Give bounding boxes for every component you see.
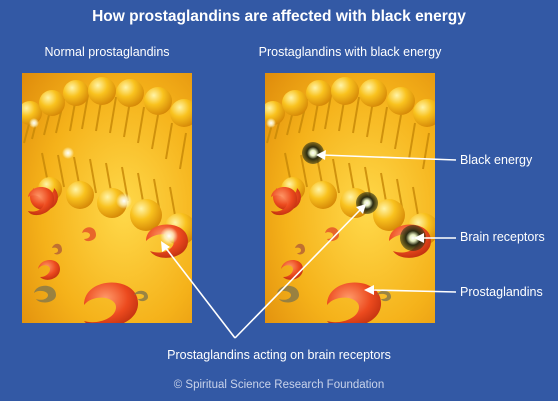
copyright-footer: © Spiritual Science Research Foundation xyxy=(173,379,385,391)
diagram-title: How prostaglandins are affected with bla… xyxy=(92,8,466,25)
prostaglandins-label: Prostaglandins xyxy=(460,285,543,299)
left-panel-caption: Normal prostaglandins xyxy=(44,45,170,59)
acting-on-receptors-label: Prostaglandins acting on brain receptors xyxy=(167,348,391,362)
callout-arrows xyxy=(161,150,457,339)
brain-receptor-spot xyxy=(400,225,426,251)
black-energy-label: Black energy xyxy=(460,153,533,167)
black-energy-spot xyxy=(302,142,324,164)
right-panel-caption: Prostaglandins with black energy xyxy=(258,45,442,59)
normal-prostaglandins-panel xyxy=(22,73,192,323)
black-energy-panel xyxy=(265,73,435,323)
brain-receptors-label: Brain receptors xyxy=(460,230,545,244)
